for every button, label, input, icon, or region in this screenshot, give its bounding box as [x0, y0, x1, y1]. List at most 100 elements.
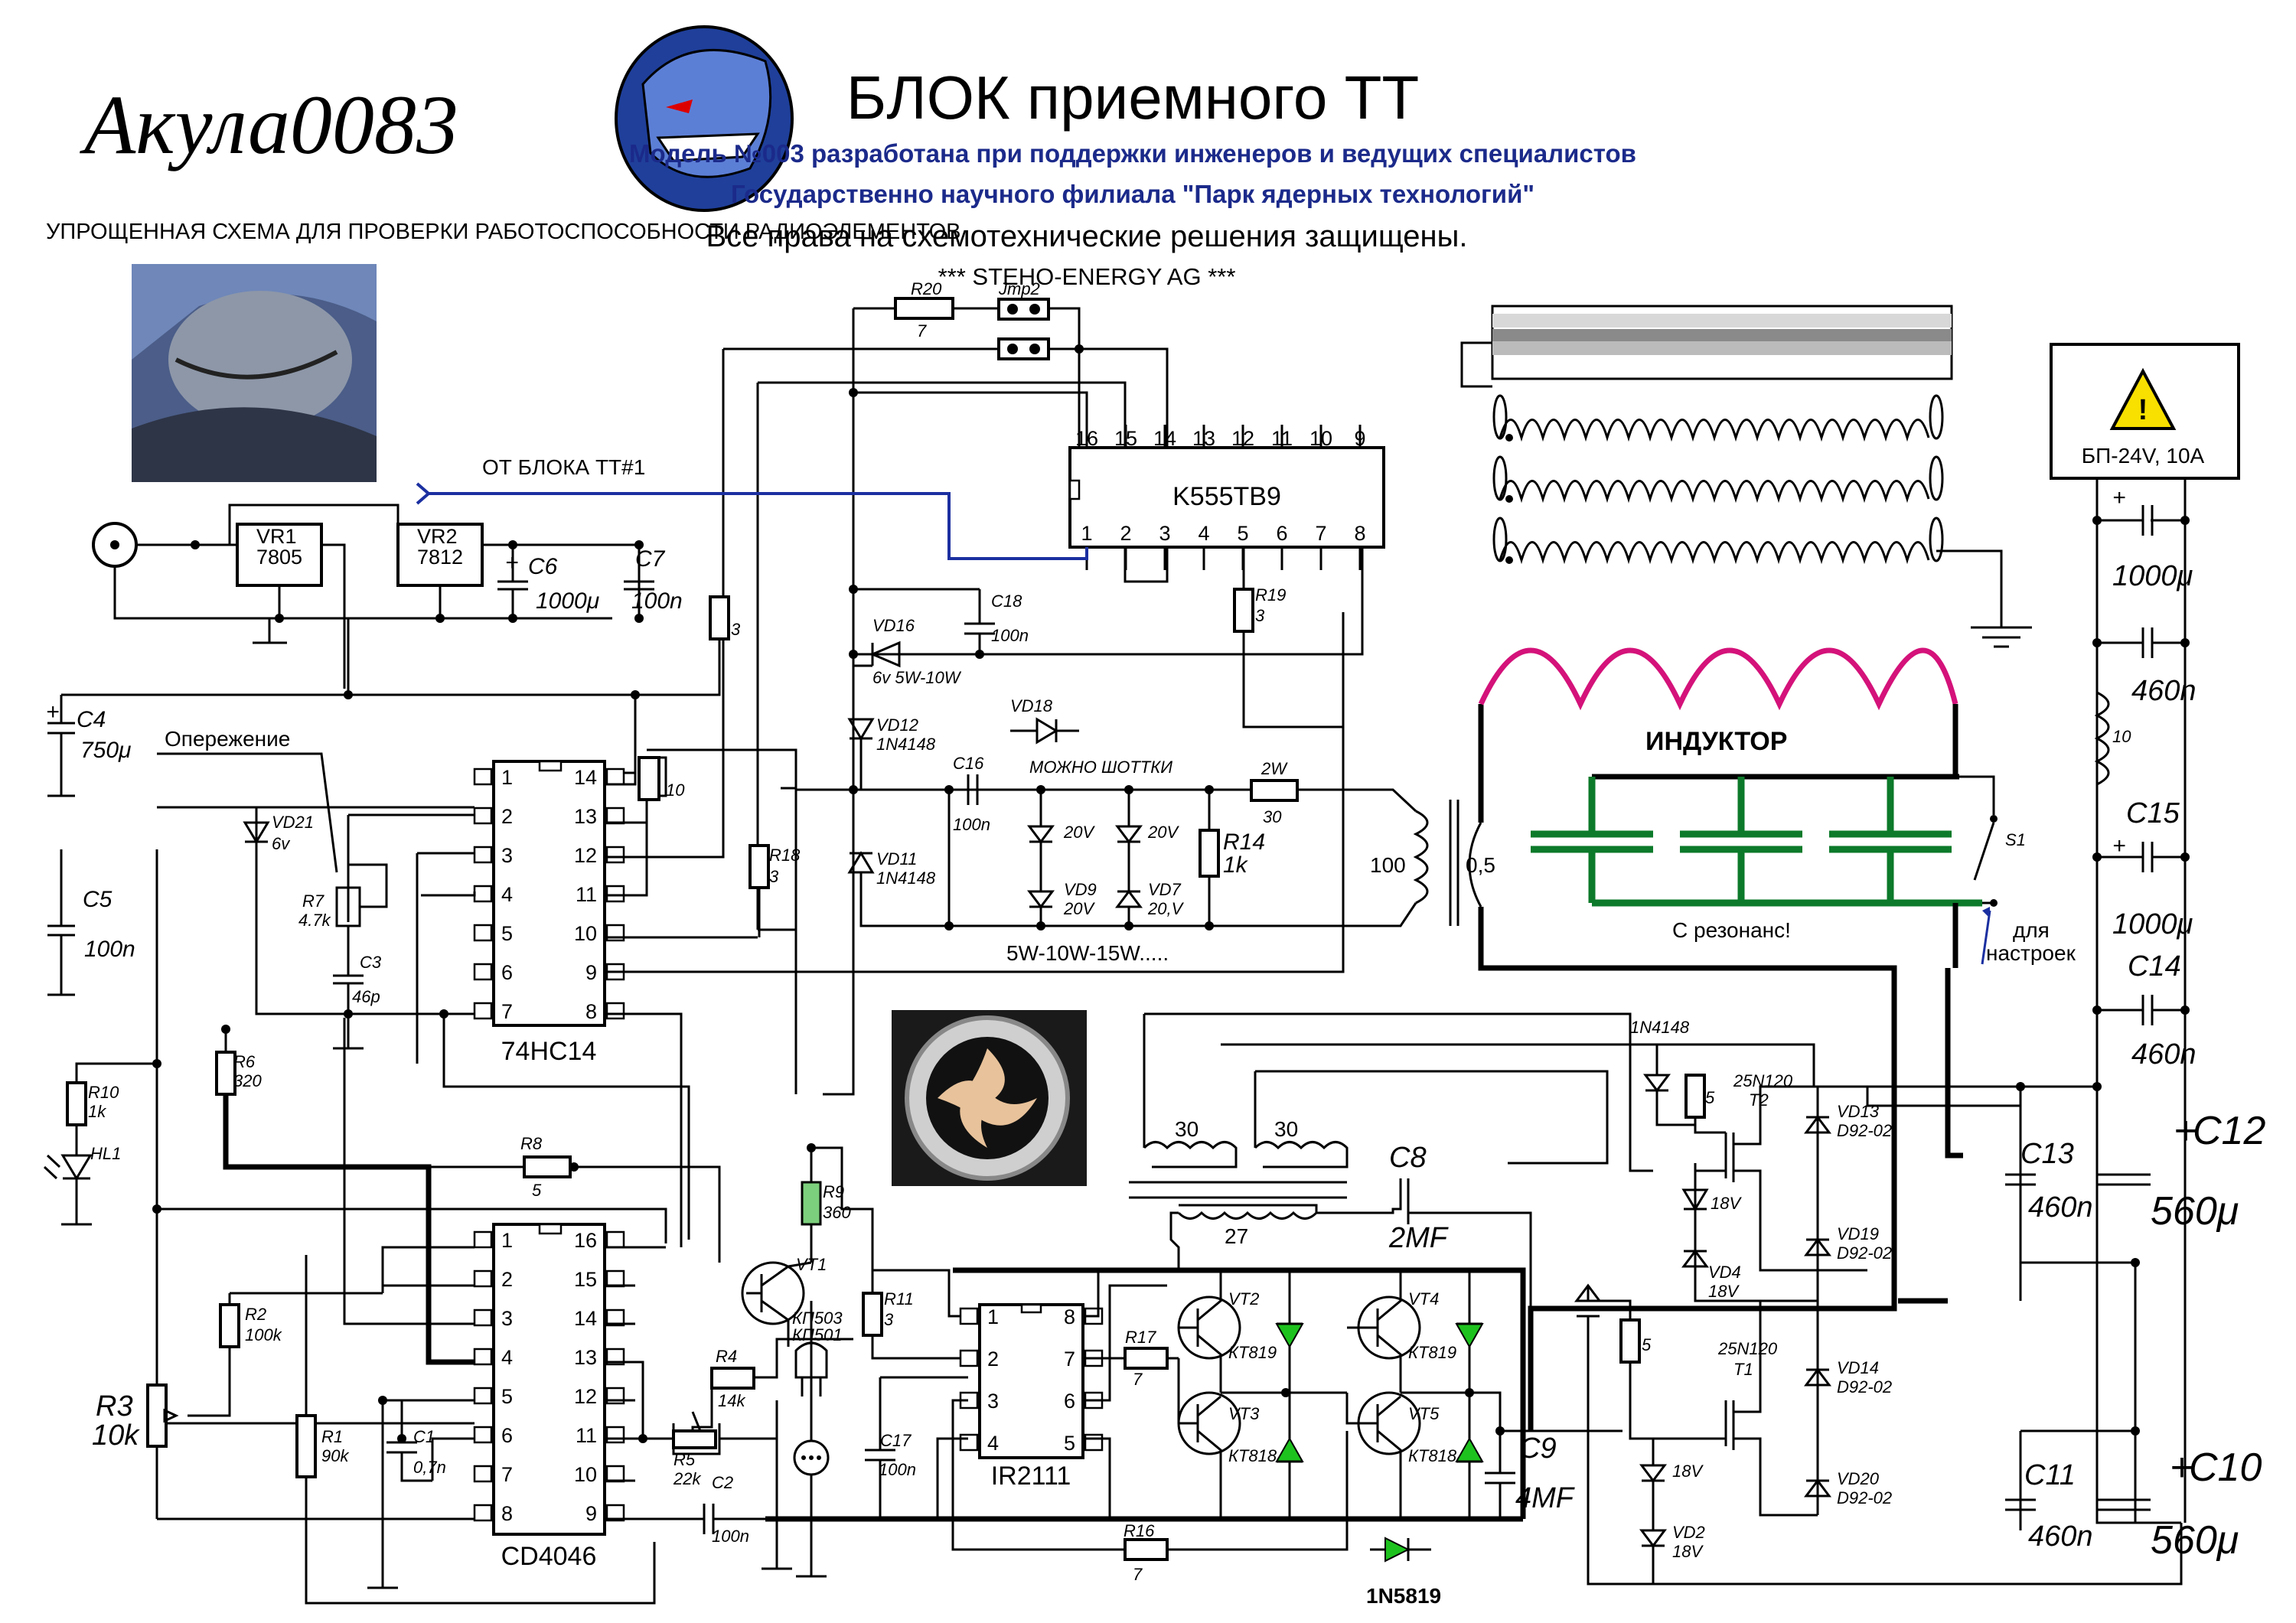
shark-logo-icon [615, 25, 794, 212]
value-r17: 7 [1133, 1370, 1143, 1389]
pin-label: 6 [501, 961, 513, 984]
input-connector[interactable] [92, 522, 138, 568]
pin-label: 7 [1315, 522, 1326, 545]
label-t1: 25N120 [1717, 1339, 1778, 1358]
value-vd20: D92-02 [1837, 1488, 1892, 1507]
value-r1: 90k [321, 1446, 349, 1465]
value-r3: 10k [92, 1419, 140, 1452]
value-z18b: 18V [1672, 1462, 1704, 1481]
chip-k555tb9-name: K555TB9 [1172, 482, 1281, 511]
value-vt2: КТ819 [1228, 1343, 1277, 1362]
pin-label: 7 [1064, 1348, 1075, 1370]
value-ctop2: 460n [2131, 675, 2197, 707]
label-vd14: VD14 [1837, 1358, 1879, 1377]
label-r10: R10 [88, 1083, 119, 1102]
value-c15: 1000μ [2112, 908, 2193, 940]
label-vd16: VD16 [872, 616, 915, 635]
label-r30: 30 [1263, 807, 1282, 826]
pin-label: 4 [1198, 522, 1209, 545]
label-psu: БП-24V, 10A [2082, 444, 2205, 468]
value-r10: 1k [88, 1102, 106, 1121]
transistor-vt2 [1177, 1270, 1241, 1393]
label-c14: C14 [2128, 950, 2181, 983]
svg-text:+: + [2112, 833, 2126, 859]
pin-label: 10 [574, 922, 597, 945]
pin-label: 5 [501, 922, 513, 945]
label-diode-1n4148: 1N4148 [1630, 1018, 1690, 1037]
value-vd21: 6v [272, 834, 291, 853]
value-vd19: D92-02 [1837, 1243, 1892, 1263]
value-c4: 750μ [80, 738, 132, 763]
switch-s1[interactable] [1973, 822, 1995, 881]
regulator-vr2 [396, 523, 484, 587]
pin-label: 13 [1192, 427, 1215, 450]
label-c8: C8 [1389, 1142, 1427, 1174]
label-vt2: VT2 [1228, 1289, 1259, 1309]
pin-label: 10 [1309, 427, 1332, 450]
value-r5: 22k [673, 1469, 701, 1488]
pin-label: 2 [501, 1268, 513, 1291]
resonant-capacitors [1531, 777, 1982, 907]
pin-label: 10 [574, 1463, 597, 1486]
pin-label: 2 [501, 805, 513, 828]
value-r14: 1k [1223, 852, 1249, 878]
label-c4: C4 [77, 707, 106, 732]
label-s1: S1 [2005, 830, 2026, 849]
pin-label: 5 [501, 1385, 513, 1408]
label-c15: C15 [2126, 797, 2180, 829]
transistor-vt5 [1357, 1391, 1421, 1519]
pin-label: 9 [585, 1502, 597, 1525]
value-vd9: 20V [1063, 899, 1095, 918]
value-c17: 100n [879, 1460, 916, 1479]
value-vd12: 1N4148 [876, 735, 936, 754]
label-t1-name: T1 [1733, 1360, 1753, 1379]
svg-text:+: + [2112, 485, 2126, 510]
label-schottky: МОЖНО ШОТТКИ [1029, 758, 1172, 777]
label-r2: R2 [245, 1305, 266, 1324]
pin-label: 13 [574, 1346, 597, 1369]
pin-label: 15 [574, 1268, 597, 1291]
value-c11: 460n [2028, 1520, 2093, 1553]
label-c6: C6 [528, 554, 558, 579]
transformer-gate-coils [1143, 1141, 1349, 1220]
label-r11: R11 [884, 1289, 914, 1309]
jumper-jmp2[interactable] [997, 298, 1050, 360]
label-r4: R4 [716, 1347, 737, 1366]
svg-text:+: + [46, 699, 60, 725]
pin-label: 6 [1276, 522, 1287, 545]
label-c7: C7 [635, 546, 666, 572]
value-r6: 320 [233, 1071, 262, 1090]
label-vd11: VD11 [876, 849, 917, 869]
value-r8: 5 [532, 1181, 542, 1200]
label-vd20: VD20 [1837, 1469, 1880, 1488]
pin-label: 14 [574, 1307, 597, 1330]
pin-label: 11 [1271, 427, 1293, 450]
value-t30a: 30 [1175, 1117, 1199, 1141]
logo-script: Акула0083 [79, 78, 458, 171]
label-r7: R7 [302, 891, 325, 911]
value-r18: 3 [769, 867, 779, 886]
label-t2-name: T2 [1749, 1090, 1769, 1110]
label-from-block: ОТ БЛОКА ТТ#1 [482, 455, 645, 479]
value-vt4: КТ819 [1408, 1343, 1456, 1362]
pin-label: 5 [1064, 1432, 1075, 1455]
value-c1: 0,7n [413, 1458, 446, 1477]
pin-label: 4 [987, 1432, 999, 1455]
label-vr1: VR1 [256, 525, 297, 548]
pin-label: 6 [1064, 1390, 1075, 1413]
label-vt3: VT3 [1228, 1404, 1260, 1423]
label-c2: C2 [712, 1473, 733, 1492]
label-r19: R19 [1255, 585, 1286, 605]
value-t100: 100 [1370, 853, 1406, 877]
label-r3: R3 [96, 1390, 133, 1423]
chip-74hc14-name: 74HC14 [501, 1037, 597, 1066]
value-z20a: 20V [1063, 823, 1095, 842]
value-z18a: 18V [1711, 1194, 1742, 1213]
value-r7: 4.7k [298, 911, 331, 930]
label-r5: R5 [673, 1450, 696, 1469]
pin-label: 5 [1237, 522, 1248, 545]
value-ctop: 1000μ [2112, 560, 2193, 592]
value-vr1: 7805 [256, 546, 302, 569]
